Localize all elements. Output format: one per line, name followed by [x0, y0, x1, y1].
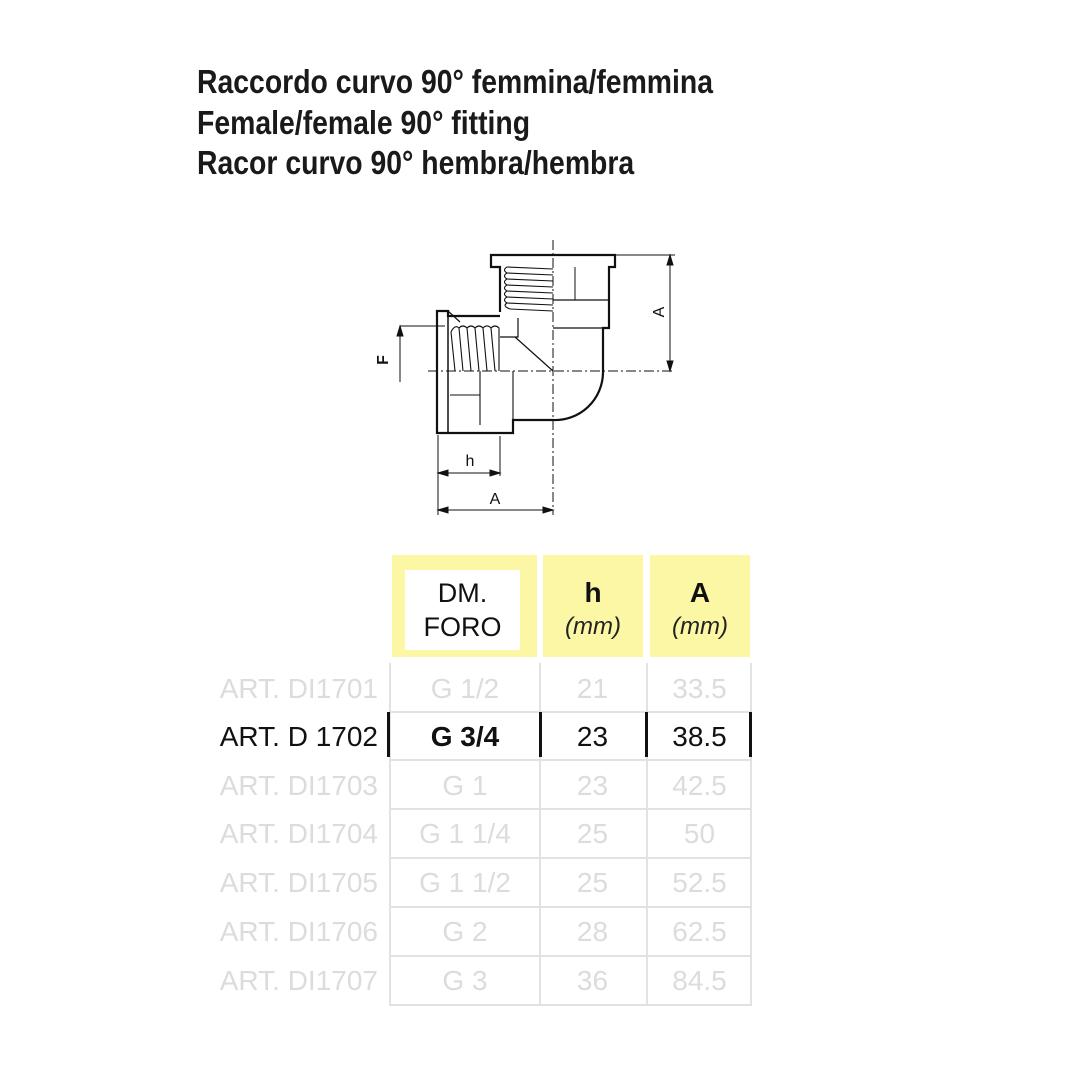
article-code: ART. DI1701	[219, 673, 378, 704]
article-code: ART. DI1703	[219, 770, 378, 801]
title-italian: Raccordo curvo 90° femmina/femmina	[197, 63, 714, 100]
active-row-divider	[645, 712, 648, 757]
header-dm-foro-box	[405, 570, 520, 650]
h-value: 28	[576, 916, 609, 947]
thread-size: G 3	[442, 965, 488, 996]
header-a-unit: (mm)	[672, 613, 728, 640]
thread-size: G 1 1/4	[419, 818, 511, 849]
thread-size: G 3/4	[430, 721, 500, 752]
header-h-cell	[543, 555, 643, 657]
h-value: 23	[576, 721, 609, 752]
dimension-label-a-horizontal: A	[490, 491, 501, 508]
grid-line	[389, 759, 752, 761]
dimension-label-f: F	[375, 355, 392, 365]
header-h-symbol: h	[584, 577, 602, 608]
thread-lines	[450, 266, 554, 372]
h-value: 25	[576, 867, 609, 898]
h-value: 21	[576, 673, 609, 704]
grid-line	[389, 955, 752, 957]
grid-line	[389, 1004, 752, 1006]
a-value: 62.5	[672, 916, 727, 947]
grid-line	[389, 711, 752, 713]
a-value: 42.5	[672, 770, 727, 801]
table-row: ART. DI1707 G 3 36 84.5	[0, 956, 1080, 1005]
table-row: ART. DI1705 G 1 1/2 25 52.5	[0, 858, 1080, 907]
grid-line	[539, 663, 541, 1006]
thread-size: G 1	[442, 770, 488, 801]
active-row-divider	[387, 712, 390, 757]
title-spanish: Racor curvo 90° hembra/hembra	[197, 144, 635, 181]
active-row-divider	[749, 712, 752, 757]
grid-line	[389, 906, 752, 908]
table-row: ART. DI1706 G 2 28 62.5	[0, 907, 1080, 956]
h-value: 25	[576, 818, 609, 849]
table-row: ART. DI1703 G 1 23 42.5	[0, 761, 1080, 810]
header-foro: FORO	[423, 612, 502, 642]
table-row-active: ART. D 1702 G 3/4 23 38.5	[0, 712, 1080, 761]
header-h-unit: (mm)	[565, 613, 621, 640]
header-a-cell	[650, 555, 750, 657]
article-code: ART. DI1705	[219, 867, 378, 898]
grid-line	[389, 663, 391, 1006]
title-english: Female/female 90° fitting	[197, 104, 531, 141]
article-code: ART. D 1702	[219, 721, 378, 752]
header-a-symbol: A	[689, 577, 711, 608]
dimension-label-a-vertical: A	[651, 306, 668, 317]
article-code: ART. DI1704	[219, 818, 378, 849]
thread-size: G 2	[442, 916, 488, 947]
active-row-divider	[539, 712, 542, 757]
grid-line	[389, 857, 752, 859]
fitting-technical-drawing: A F h A	[375, 240, 675, 515]
grid-line	[646, 663, 648, 1006]
grid-line	[750, 663, 752, 1006]
article-code: ART. DI1707	[219, 965, 378, 996]
article-code: ART. DI1706	[219, 916, 378, 947]
a-value: 84.5	[672, 965, 727, 996]
thread-size: G 1/2	[430, 673, 500, 704]
table-row: ART. DI1704 G 1 1/4 25 50	[0, 809, 1080, 858]
table-row: ART. DI1701 G 1/2 21 33.5	[0, 664, 1080, 713]
dimension-label-h: h	[466, 453, 475, 470]
a-value: 52.5	[672, 867, 727, 898]
thread-size: G 1 1/2	[419, 867, 511, 898]
h-value: 36	[576, 965, 609, 996]
h-value: 23	[576, 770, 609, 801]
a-value: 50	[683, 818, 716, 849]
a-value: 38.5	[672, 721, 727, 752]
header-dm: DM.	[437, 578, 488, 608]
grid-line	[389, 808, 752, 810]
a-value: 33.5	[672, 673, 727, 704]
